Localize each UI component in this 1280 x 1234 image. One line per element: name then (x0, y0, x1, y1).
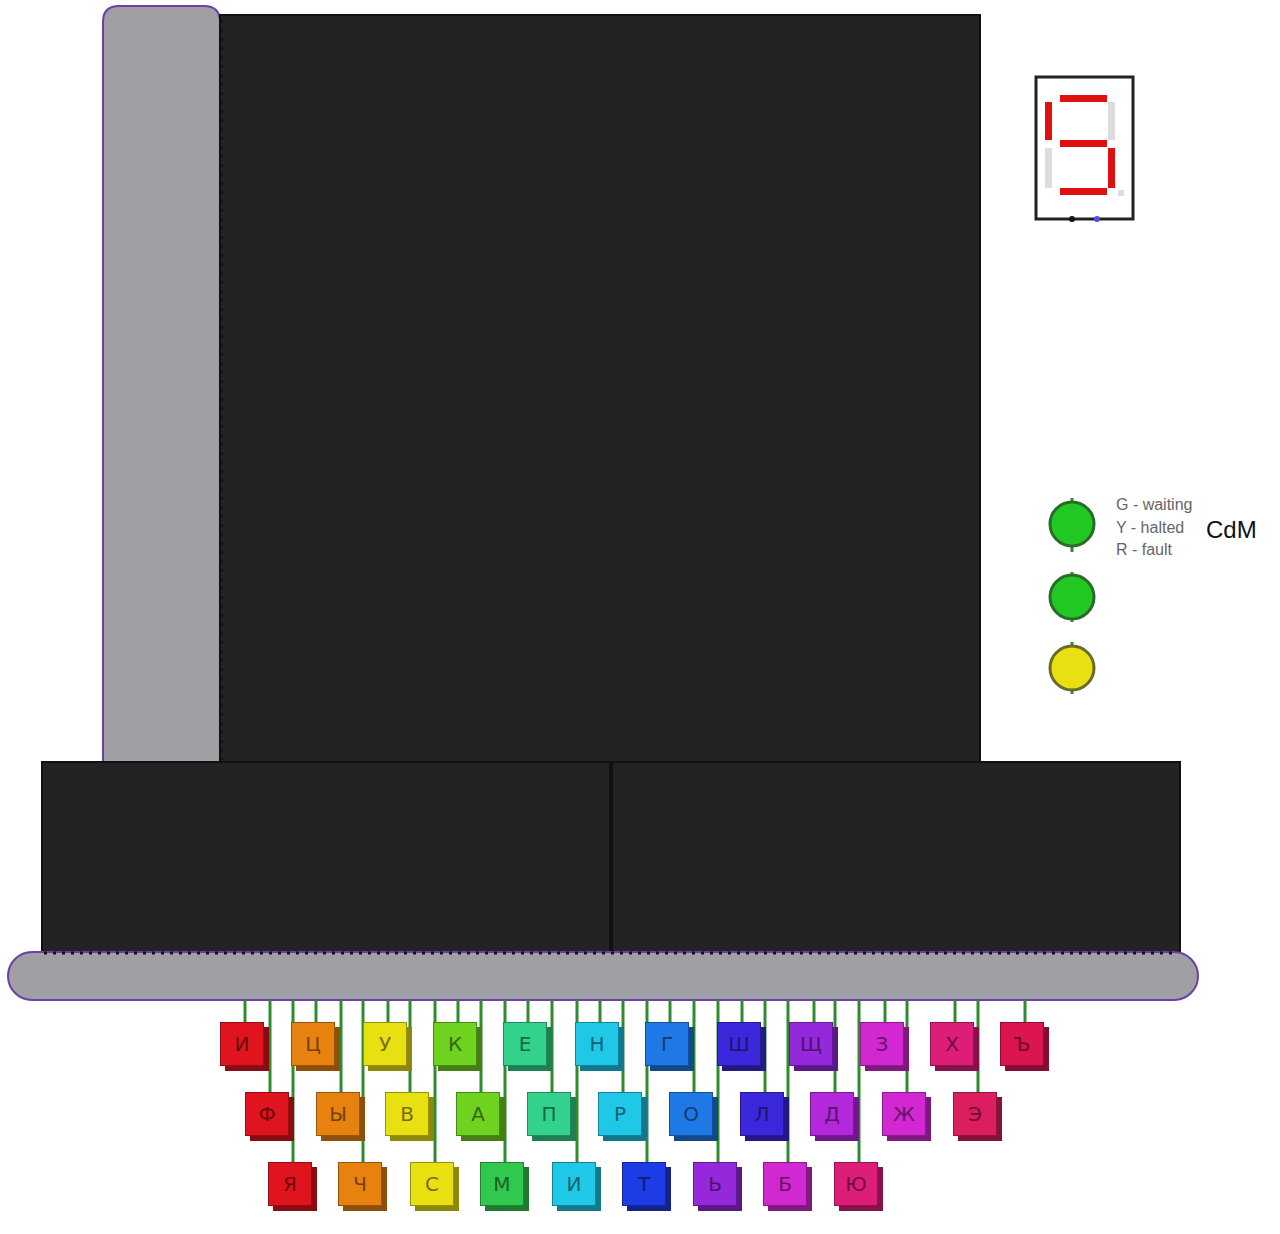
key-letter: М (493, 1174, 510, 1194)
keyboard-key: К (433, 1022, 477, 1066)
keyboard-key: Ж (882, 1092, 926, 1136)
keyboard-key: Р (598, 1092, 642, 1136)
device-name: CdM (1206, 516, 1257, 544)
key-letter: У (379, 1034, 391, 1054)
keyboard-key: Ц (291, 1022, 335, 1066)
status-leds (1050, 498, 1094, 694)
key-letter: В (400, 1104, 414, 1124)
status-legend-text: G - waiting (1116, 496, 1192, 514)
key-wires (245, 1000, 1025, 1172)
keyboard-key: Б (763, 1162, 807, 1206)
key-letter: Н (589, 1034, 604, 1054)
key-letter: Л (754, 1104, 769, 1124)
key-letter: Г (661, 1034, 673, 1054)
key-letter: Ь (708, 1174, 722, 1194)
key-letter: О (683, 1104, 699, 1124)
key-letter: Ю (845, 1174, 867, 1194)
keyboard-key: П (527, 1092, 571, 1136)
keyboard-key: И (220, 1022, 264, 1066)
key-letter: Ц (305, 1034, 321, 1054)
keyboard-key: О (669, 1092, 713, 1136)
keyboard-key: С (410, 1162, 454, 1206)
keyboard-key: Е (503, 1022, 547, 1066)
keyboard-key: Х (930, 1022, 974, 1066)
display-segments (1045, 95, 1124, 196)
keyboard-key: У (363, 1022, 407, 1066)
key-letter: Ж (893, 1104, 915, 1124)
keyboard-key: А (456, 1092, 500, 1136)
keyboard-key: Э (953, 1092, 997, 1136)
keyboard-key: В (385, 1092, 429, 1136)
lower-panel (612, 762, 1180, 952)
status-legend-text: Y - halted (1116, 519, 1184, 537)
key-letter: Ъ (1014, 1034, 1031, 1054)
keyboard-key: Ч (338, 1162, 382, 1206)
pin (1069, 216, 1075, 222)
key-letter: Д (824, 1104, 840, 1124)
seven-segment-display (1036, 77, 1133, 219)
key-letter: Ы (329, 1104, 347, 1124)
keyboard-key: Ф (245, 1092, 289, 1136)
key-letter: И (235, 1034, 250, 1054)
pin (1094, 216, 1100, 222)
key-letter: П (541, 1104, 556, 1124)
key-letter: Б (778, 1174, 792, 1194)
keyboard-key: И (552, 1162, 596, 1206)
key-letter: Э (968, 1104, 982, 1124)
lower-panel (42, 762, 610, 952)
keyboard-key: Щ (789, 1022, 833, 1066)
keyboard-key: Д (810, 1092, 854, 1136)
keyboard-key: З (860, 1022, 904, 1066)
keyboard-key: Г (645, 1022, 689, 1066)
key-letter: Щ (800, 1034, 822, 1054)
memory-bar (103, 6, 220, 762)
keyboard-key: М (480, 1162, 524, 1206)
keyboard-key: Ъ (1000, 1022, 1044, 1066)
key-letter: И (567, 1174, 582, 1194)
status-legend-text: R - fault (1116, 541, 1172, 559)
key-letter: Я (283, 1174, 297, 1194)
keyboard-key: Ы (316, 1092, 360, 1136)
key-letter: А (471, 1104, 485, 1124)
keyboard-key: Ш (717, 1022, 761, 1066)
keyboard-key: Н (575, 1022, 619, 1066)
key-letter: Х (945, 1034, 959, 1054)
key-letter: Ч (353, 1174, 367, 1194)
key-letter: С (425, 1174, 439, 1194)
key-letter: К (448, 1034, 462, 1054)
key-letter: Р (614, 1104, 626, 1124)
keyboard-key: Т (622, 1162, 666, 1206)
key-letter: Е (519, 1034, 532, 1054)
key-letter: Т (638, 1174, 650, 1194)
key-letter: Ш (728, 1034, 749, 1054)
pin-row (44, 952, 1178, 955)
pin-row (220, 20, 223, 760)
main-panel (220, 15, 980, 762)
bus-bar (8, 952, 1198, 1000)
key-letter: Ф (258, 1104, 275, 1124)
key-letter: З (876, 1034, 889, 1054)
keyboard-key: Л (740, 1092, 784, 1136)
keyboard-key: Я (268, 1162, 312, 1206)
keyboard-key: Ю (834, 1162, 878, 1206)
keyboard-key: Ь (693, 1162, 737, 1206)
